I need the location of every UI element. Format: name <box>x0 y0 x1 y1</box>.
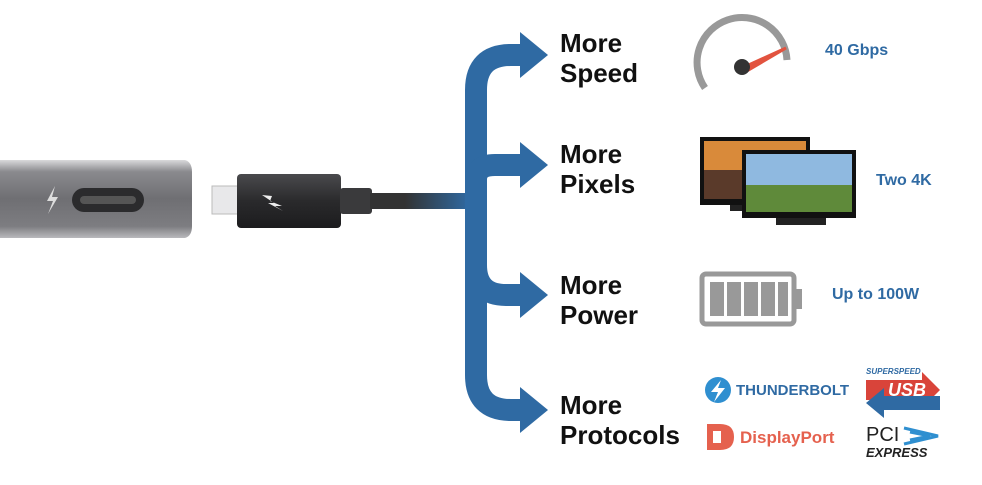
displayport-logo-icon <box>707 424 734 450</box>
thunderbolt-logo-text: THUNDERBOLT <box>736 382 850 399</box>
usb-superspeed-text: SUPERSPEED <box>866 367 921 376</box>
usb-logo-text: USB <box>888 380 927 400</box>
battery-icon <box>699 271 802 327</box>
monitors-icon <box>700 137 856 225</box>
power-value: Up to 100W <box>832 286 920 303</box>
displayport-logo-text: DisplayPort <box>740 428 835 447</box>
branch-arrows <box>465 44 525 421</box>
lightning-icon <box>262 195 283 211</box>
pci-logo-text: PCI <box>866 424 900 446</box>
arrowheads <box>520 32 548 433</box>
usb-logo-icon <box>866 372 940 418</box>
speedometer-icon <box>693 14 791 90</box>
thunderbolt-cable <box>211 174 470 228</box>
express-logo-text: EXPRESS <box>866 445 928 460</box>
laptop-edge <box>0 160 192 238</box>
thunderbolt-port-icon <box>47 186 58 214</box>
pixels-value: Two 4K <box>876 172 932 189</box>
thunderbolt-logo-icon <box>705 377 731 403</box>
pci-express-chevron-icon <box>903 426 939 446</box>
speed-value: 40 Gbps <box>825 42 889 59</box>
